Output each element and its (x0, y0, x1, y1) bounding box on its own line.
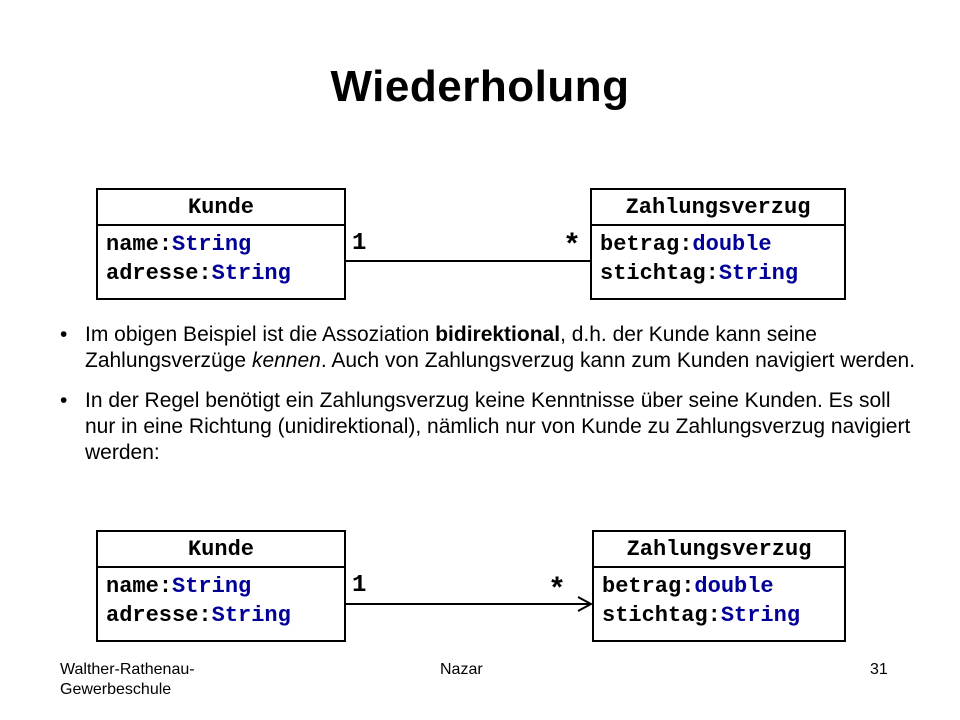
class-attributes: betrag:double stichtag:String (594, 568, 844, 630)
attribute-row: adresse:String (106, 261, 291, 286)
class-name: Kunde (98, 190, 344, 226)
multiplicity-left-2: 1 (352, 572, 367, 599)
class-name: Kunde (98, 532, 344, 568)
class-attributes: name:String adresse:String (98, 568, 344, 630)
class-box-zahlungsverzug-1: Zahlungsverzug betrag:double stichtag:St… (590, 188, 846, 300)
footer-author: Nazar (440, 661, 483, 678)
class-box-kunde-1: Kunde name:String adresse:String (96, 188, 346, 300)
class-name: Zahlungsverzug (592, 190, 844, 226)
attribute-row: betrag:double (602, 574, 774, 599)
bullet-item: • Im obigen Beispiel ist die Assoziation… (60, 323, 916, 372)
attribute-row: stichtag:String (600, 261, 799, 286)
class-attributes: name:String adresse:String (98, 226, 344, 288)
attribute-row: betrag:double (600, 232, 772, 257)
class-box-kunde-2: Kunde name:String adresse:String (96, 530, 346, 642)
multiplicity-right-2: * (548, 574, 567, 608)
attribute-row: name:String (106, 232, 252, 257)
multiplicity-left-1: 1 (352, 230, 367, 257)
footer-page-number: 31 (870, 661, 888, 678)
class-box-zahlungsverzug-2: Zahlungsverzug betrag:double stichtag:St… (592, 530, 846, 642)
navigation-arrow-icon (577, 596, 594, 612)
footer-school: Walther-Rathenau-Gewerbeschule (60, 661, 195, 698)
attribute-row: stichtag:String (602, 603, 801, 628)
class-attributes: betrag:double stichtag:String (592, 226, 844, 288)
bullet-icon: • (60, 323, 68, 346)
attribute-row: adresse:String (106, 603, 291, 628)
slide-title: Wiederholung (330, 62, 630, 111)
class-name: Zahlungsverzug (594, 532, 844, 568)
attribute-row: name:String (106, 574, 252, 599)
multiplicity-right-1: * (563, 230, 582, 264)
bullet-item: • In der Regel benötigt ein Zahlungsverz… (60, 389, 911, 464)
bullet-icon: • (60, 389, 68, 412)
bullet-list: • Im obigen Beispiel ist die Assoziation… (60, 322, 920, 480)
